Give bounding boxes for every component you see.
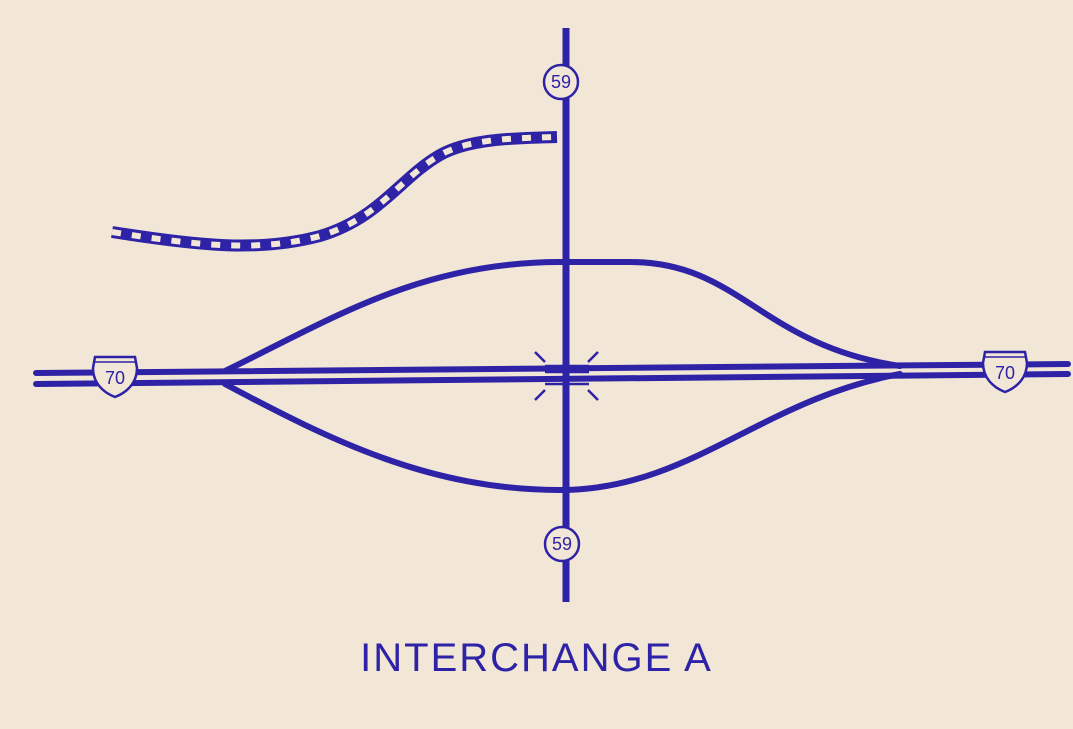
map-caption: INTERCHANGE A bbox=[360, 636, 713, 680]
i-70-shield-east: 70 bbox=[981, 350, 1029, 394]
bridge-structure bbox=[534, 351, 599, 401]
us-59-south-label: 59 bbox=[552, 534, 572, 554]
i-70-east-label: 70 bbox=[995, 363, 1015, 383]
us-59-north-label: 59 bbox=[551, 72, 571, 92]
north-ramp bbox=[222, 259, 903, 374]
us-59-shield-south: 59 bbox=[543, 525, 581, 563]
i-70-shield-west: 70 bbox=[91, 355, 139, 399]
i-70-west-label: 70 bbox=[105, 368, 125, 388]
us-59-shield-north: 59 bbox=[542, 63, 580, 101]
interchange-ramps bbox=[222, 259, 903, 494]
south-ramp bbox=[222, 371, 903, 494]
proposed-connector-road bbox=[111, 131, 558, 252]
